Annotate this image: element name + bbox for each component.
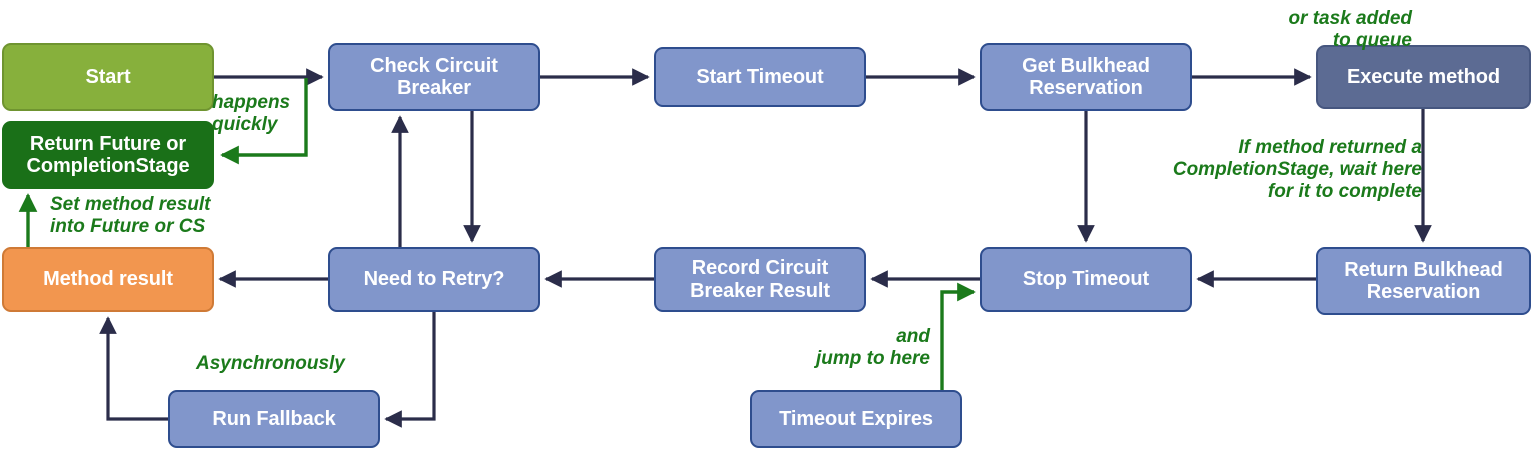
- node-run-fallback[interactable]: Run Fallback: [168, 390, 380, 448]
- node-return-bulkhead-reservation-label: Return Bulkhead Reservation: [1344, 258, 1503, 303]
- node-execute-method-label: Execute method: [1346, 65, 1501, 88]
- node-check-circuit-breaker[interactable]: Check Circuit Breaker: [328, 43, 540, 111]
- edge-need-retry-to-run-fallback: [384, 312, 436, 428]
- annotation-if-method-returned-completionstage: If method returned a CompletionStage, wa…: [1172, 137, 1422, 202]
- node-run-fallback-label: Run Fallback: [212, 407, 336, 430]
- node-stop-timeout[interactable]: Stop Timeout: [980, 247, 1192, 312]
- annotation-asynchronously: Asynchronously: [196, 353, 345, 374]
- node-return-future[interactable]: Return Future or CompletionStage: [2, 121, 214, 189]
- node-get-bulkhead-reservation[interactable]: Get Bulkhead Reservation: [980, 43, 1192, 111]
- node-return-future-label: Return Future or CompletionStage: [26, 132, 190, 177]
- edge-run-fallback-to-method-result: [99, 316, 168, 421]
- node-get-bulkhead-reservation-label: Get Bulkhead Reservation: [1022, 54, 1150, 99]
- node-record-circuit-breaker-result[interactable]: Record Circuit Breaker Result: [654, 247, 866, 312]
- node-need-to-retry-label: Need to Retry?: [363, 268, 505, 291]
- node-method-result[interactable]: Method result: [2, 247, 214, 312]
- annotation-or-task-added-to-queue: or task added to queue: [1288, 8, 1412, 51]
- node-return-bulkhead-reservation[interactable]: Return Bulkhead Reservation: [1316, 247, 1531, 315]
- edge-timeout-expires-to-stop-timeout: [940, 282, 976, 390]
- annotation-happens-quickly: happens quickly: [212, 92, 291, 135]
- node-record-circuit-breaker-result-label: Record Circuit Breaker Result: [690, 257, 830, 302]
- node-start[interactable]: Start: [2, 43, 214, 111]
- node-start-label: Start: [85, 65, 131, 88]
- annotation-set-method-result: Set method result into Future or CS: [50, 194, 211, 237]
- node-start-timeout[interactable]: Start Timeout: [654, 47, 866, 107]
- node-execute-method[interactable]: Execute method: [1316, 45, 1531, 109]
- node-method-result-label: Method result: [43, 268, 173, 291]
- node-timeout-expires[interactable]: Timeout Expires: [750, 390, 962, 448]
- node-check-circuit-breaker-label: Check Circuit Breaker: [370, 54, 498, 99]
- annotation-and-jump-to-here: and jump to here: [815, 326, 930, 369]
- edge-check-cb-branch-to-return-future: [220, 78, 308, 165]
- node-stop-timeout-label: Stop Timeout: [1022, 268, 1150, 291]
- node-need-to-retry[interactable]: Need to Retry?: [328, 247, 540, 312]
- node-start-timeout-label: Start Timeout: [696, 65, 824, 88]
- node-timeout-expires-label: Timeout Expires: [779, 407, 933, 430]
